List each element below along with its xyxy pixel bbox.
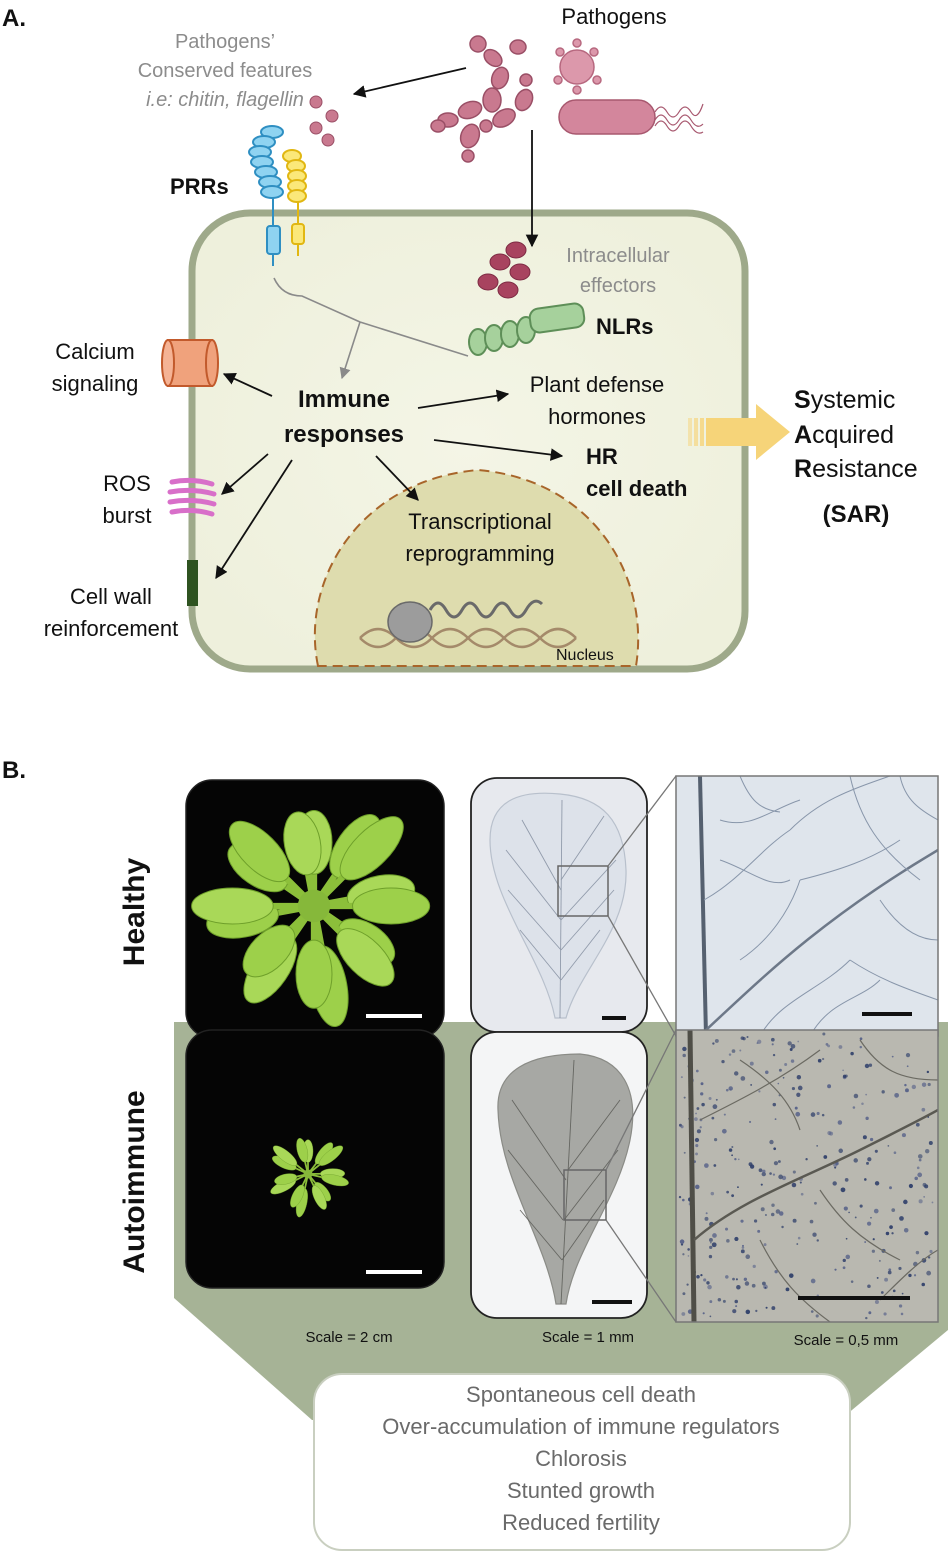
scale-label-2cm: Scale = 2 cm	[305, 1329, 392, 1346]
autoimmune-leaf-photo	[470, 1031, 648, 1319]
sar-line3: Resistance	[794, 455, 918, 483]
effectors-line2: effectors	[580, 275, 656, 297]
zoom-box-healthy	[557, 865, 609, 917]
nucleus-label: Nucleus	[556, 647, 614, 664]
hormones-line2: hormones	[548, 404, 646, 429]
sar-line1: Systemic	[794, 386, 895, 414]
mrna-icon	[428, 599, 544, 619]
prr-blue-icon	[248, 125, 284, 266]
pathogens-title: Pathogens	[561, 4, 666, 29]
effectors-line1: Intracellular	[566, 245, 670, 267]
hr-line2: cell death	[586, 476, 687, 501]
ros-icon	[167, 477, 217, 517]
arrow-to-cell-wall	[215, 459, 293, 580]
transcription-line1: Transcriptional	[408, 509, 551, 534]
autoimmune-zoom-photo	[676, 1030, 938, 1322]
panel-b-label: B.	[2, 757, 26, 784]
prr-signal-line	[273, 277, 361, 323]
conserved-line3: i.e: chitin, flagellin	[146, 89, 304, 111]
cell-wall-icon	[187, 560, 198, 606]
nlr-icon	[468, 302, 586, 356]
scale-label-05mm: Scale = 0,5 mm	[794, 1332, 899, 1349]
arrow-signal-to-immune	[339, 321, 361, 380]
phenotype-item: Stunted growth	[507, 1478, 655, 1503]
cell-wall-line1: Cell wall	[70, 584, 152, 609]
arrow-pathogens-to-features	[352, 67, 467, 98]
pamp-particles-icon	[309, 95, 339, 147]
zoom-box-autoimmune	[563, 1169, 607, 1221]
ros-line1: ROS	[103, 471, 151, 496]
calcium-line1: Calcium	[55, 339, 134, 364]
scale-bar-2cm-autoimmune	[366, 1270, 422, 1274]
phenotype-item: Chlorosis	[535, 1446, 627, 1471]
nlrs-label: NLRs	[596, 314, 653, 339]
phenotype-item: Spontaneous cell death	[466, 1382, 696, 1407]
scale-bar-05mm-autoimmune	[798, 1296, 910, 1300]
phenotype-item: Over-accumulation of immune regulators	[382, 1414, 779, 1439]
cell-wall-line2: reinforcement	[44, 616, 179, 641]
prr-yellow-icon	[282, 149, 307, 256]
phenotype-item: Reduced fertility	[502, 1510, 660, 1535]
arrow-to-hr	[433, 439, 564, 461]
conserved-line1: Pathogens’	[175, 31, 275, 53]
conserved-line2: Conserved features	[138, 60, 313, 82]
panel-a-label: A.	[2, 5, 26, 32]
phenotype-list: Spontaneous cell deathOver-accumulation …	[382, 1382, 779, 1535]
scale-bar-2cm-healthy	[366, 1014, 422, 1018]
prrs-label: PRRs	[170, 174, 229, 199]
ros-line2: burst	[103, 503, 152, 528]
immune-line1: Immune	[298, 386, 390, 413]
arrow-to-calcium	[222, 372, 273, 397]
scale-bar-1mm-healthy	[602, 1016, 626, 1020]
bacterium-icon	[558, 99, 704, 135]
row-label-healthy: Healthy	[118, 858, 151, 967]
scale-bar-1mm-autoimmune	[592, 1300, 632, 1304]
effectors-icon	[477, 241, 531, 299]
phenotype-box	[313, 1373, 851, 1551]
arrow-to-transcription	[375, 455, 419, 501]
polymerase-icon	[387, 601, 433, 643]
hr-line1: HR	[586, 444, 618, 469]
row-label-autoimmune: Autoimmune	[118, 1090, 151, 1273]
arrow-to-ros	[221, 453, 269, 495]
calcium-channel-icon	[161, 339, 219, 387]
healthy-rosette-photo	[186, 780, 444, 1038]
transcription-line2: reprogramming	[405, 541, 554, 566]
healthy-leaf-photo	[470, 777, 648, 1033]
sar-arrow-icon	[688, 404, 790, 460]
fungus-icon	[430, 35, 534, 163]
scale-bar-05mm-healthy	[862, 1012, 912, 1016]
nlr-signal-line	[359, 321, 469, 357]
arrow-to-hormones	[417, 389, 510, 409]
scale-label-1mm: Scale = 1 mm	[542, 1329, 634, 1346]
sar-abbr: (SAR)	[823, 501, 890, 528]
autoimmune-rosette-photo	[186, 1030, 444, 1288]
sar-line2: Acquired	[794, 421, 894, 449]
immune-line2: responses	[284, 421, 404, 448]
hormones-line1: Plant defense	[530, 372, 665, 397]
virus-icon	[553, 38, 602, 95]
healthy-zoom-photo	[676, 776, 938, 1036]
calcium-line2: signaling	[52, 371, 139, 396]
